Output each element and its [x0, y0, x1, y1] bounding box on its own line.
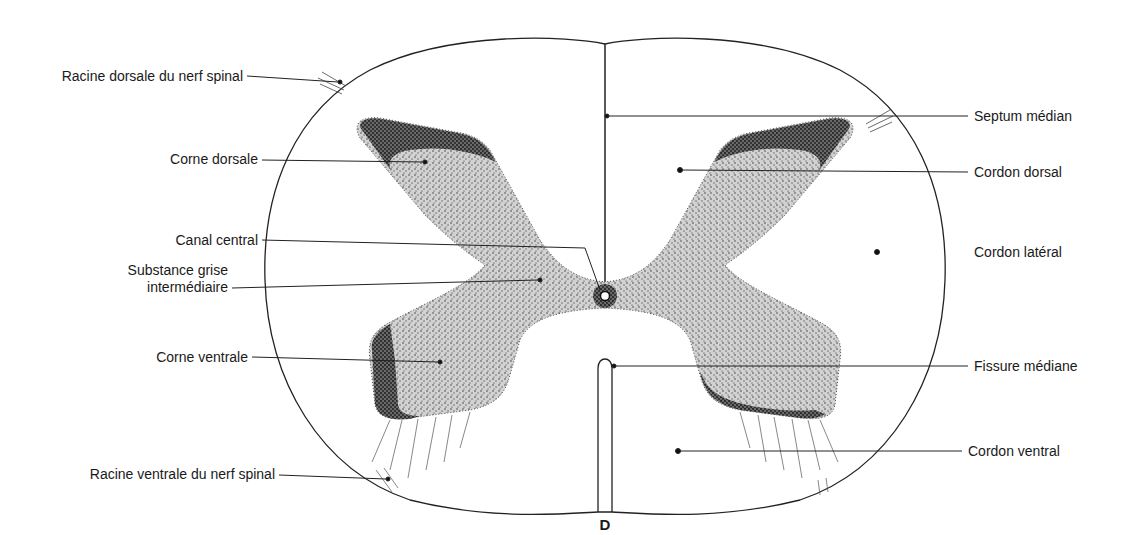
ventral-root-label: Racine ventrale du nerf spinal — [90, 466, 275, 483]
central-canal-label: Canal central — [176, 232, 259, 249]
dorsal-horn-cap-left — [360, 118, 496, 172]
ventral-column-label: Cordon ventral — [968, 443, 1060, 460]
median-septum — [604, 44, 606, 292]
central-canal — [601, 292, 610, 301]
gray-matter-right — [604, 118, 853, 419]
central-canal-halo — [593, 284, 617, 308]
intermediate-gray-label: Substance grise intermédiaire — [98, 262, 228, 296]
gray-matter-left — [357, 118, 606, 419]
ventral-root-fibres — [372, 412, 838, 495]
dorsal-root-fibres — [318, 72, 893, 132]
dorsal-root-label: Racine dorsale du nerf spinal — [62, 68, 243, 85]
figure-letter: D — [600, 516, 611, 533]
ventral-horn-rim-right — [700, 372, 825, 418]
septum-label: Septum médian — [974, 108, 1072, 125]
leader-lines — [232, 76, 968, 481]
dorsal-horn-cap-right — [714, 118, 850, 172]
gray-matter — [357, 118, 853, 420]
ventral-horn-rim-left — [372, 324, 420, 419]
median-fissure — [598, 359, 612, 512]
cord-outline — [265, 38, 945, 514]
lateral-column-label: Cordon latéral — [974, 244, 1062, 261]
dorsal-horn-label: Corne dorsale — [170, 151, 258, 168]
dorsal-column-label: Cordon dorsal — [974, 164, 1062, 181]
ventral-horn-label: Corne ventrale — [156, 349, 248, 366]
median-fissure-label: Fissure médiane — [974, 358, 1078, 375]
